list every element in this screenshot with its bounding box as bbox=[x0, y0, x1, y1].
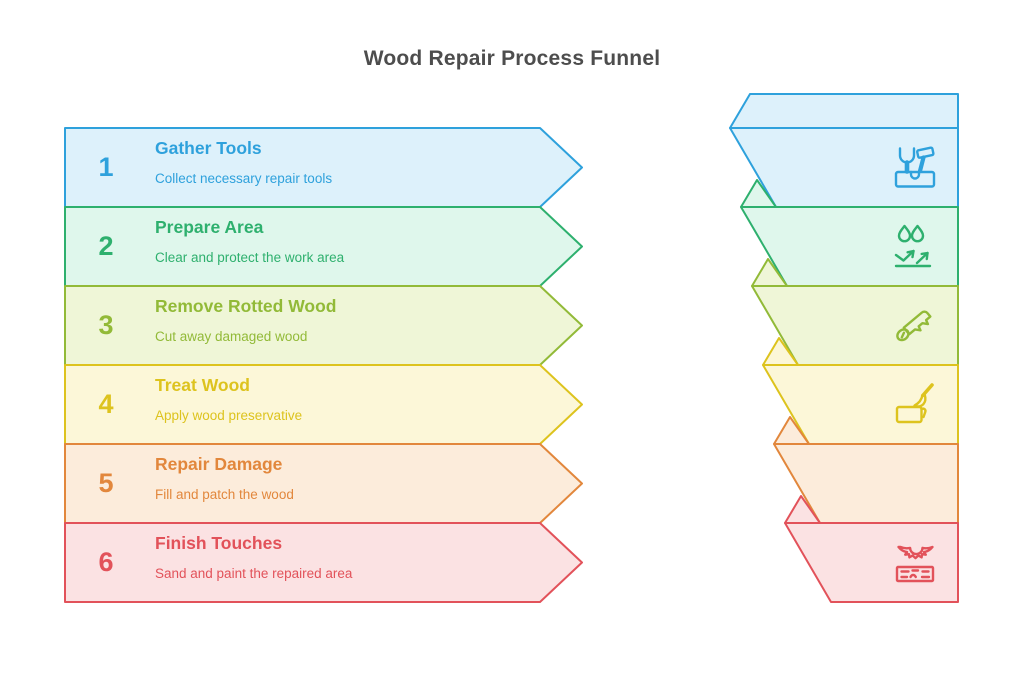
paint-brush-icon bbox=[895, 383, 934, 424]
toolbox-icon bbox=[894, 146, 936, 188]
step-arrow-shape bbox=[64, 206, 583, 287]
step-title: Repair Damage bbox=[155, 454, 283, 474]
sander-plank-icon bbox=[895, 545, 935, 583]
step-number: 6 bbox=[98, 547, 114, 577]
step-title: Treat Wood bbox=[155, 375, 250, 395]
step-arrow-shape bbox=[64, 443, 583, 524]
step-arrow-shape bbox=[64, 127, 583, 208]
step-title: Finish Touches bbox=[155, 533, 283, 553]
step-number: 3 bbox=[98, 310, 114, 340]
ribbon-fold-6 bbox=[784, 495, 821, 524]
step-arrow-shape bbox=[64, 285, 583, 366]
ribbon-band-6 bbox=[784, 522, 959, 603]
step-description: Collect necessary repair tools bbox=[155, 171, 333, 186]
step-title: Remove Rotted Wood bbox=[155, 296, 337, 316]
step-description: Sand and paint the repaired area bbox=[155, 566, 353, 581]
step-title: Prepare Area bbox=[155, 217, 264, 237]
step-description: Apply wood preservative bbox=[155, 408, 303, 423]
ribbon-fold-4 bbox=[762, 337, 799, 366]
hand-saw-icon bbox=[896, 310, 932, 342]
step-number: 1 bbox=[98, 152, 114, 182]
ribbon-fold-5 bbox=[773, 416, 810, 445]
step-description: Clear and protect the work area bbox=[155, 250, 345, 265]
ribbon-top-cap bbox=[729, 93, 959, 129]
step-number: 2 bbox=[98, 231, 114, 261]
ribbon-fold-3 bbox=[751, 258, 788, 287]
water-drops-icon bbox=[894, 224, 932, 268]
step-description: Cut away damaged wood bbox=[155, 329, 308, 344]
step-arrow-shape bbox=[64, 522, 583, 603]
step-description: Fill and patch the wood bbox=[155, 487, 294, 502]
step-title: Gather Tools bbox=[155, 138, 262, 158]
step-number: 4 bbox=[98, 389, 114, 419]
step-arrow-shape bbox=[64, 364, 583, 445]
step-number: 5 bbox=[98, 468, 114, 498]
ribbon-fold-2 bbox=[740, 179, 777, 208]
page-title: Wood Repair Process Funnel bbox=[363, 47, 661, 70]
